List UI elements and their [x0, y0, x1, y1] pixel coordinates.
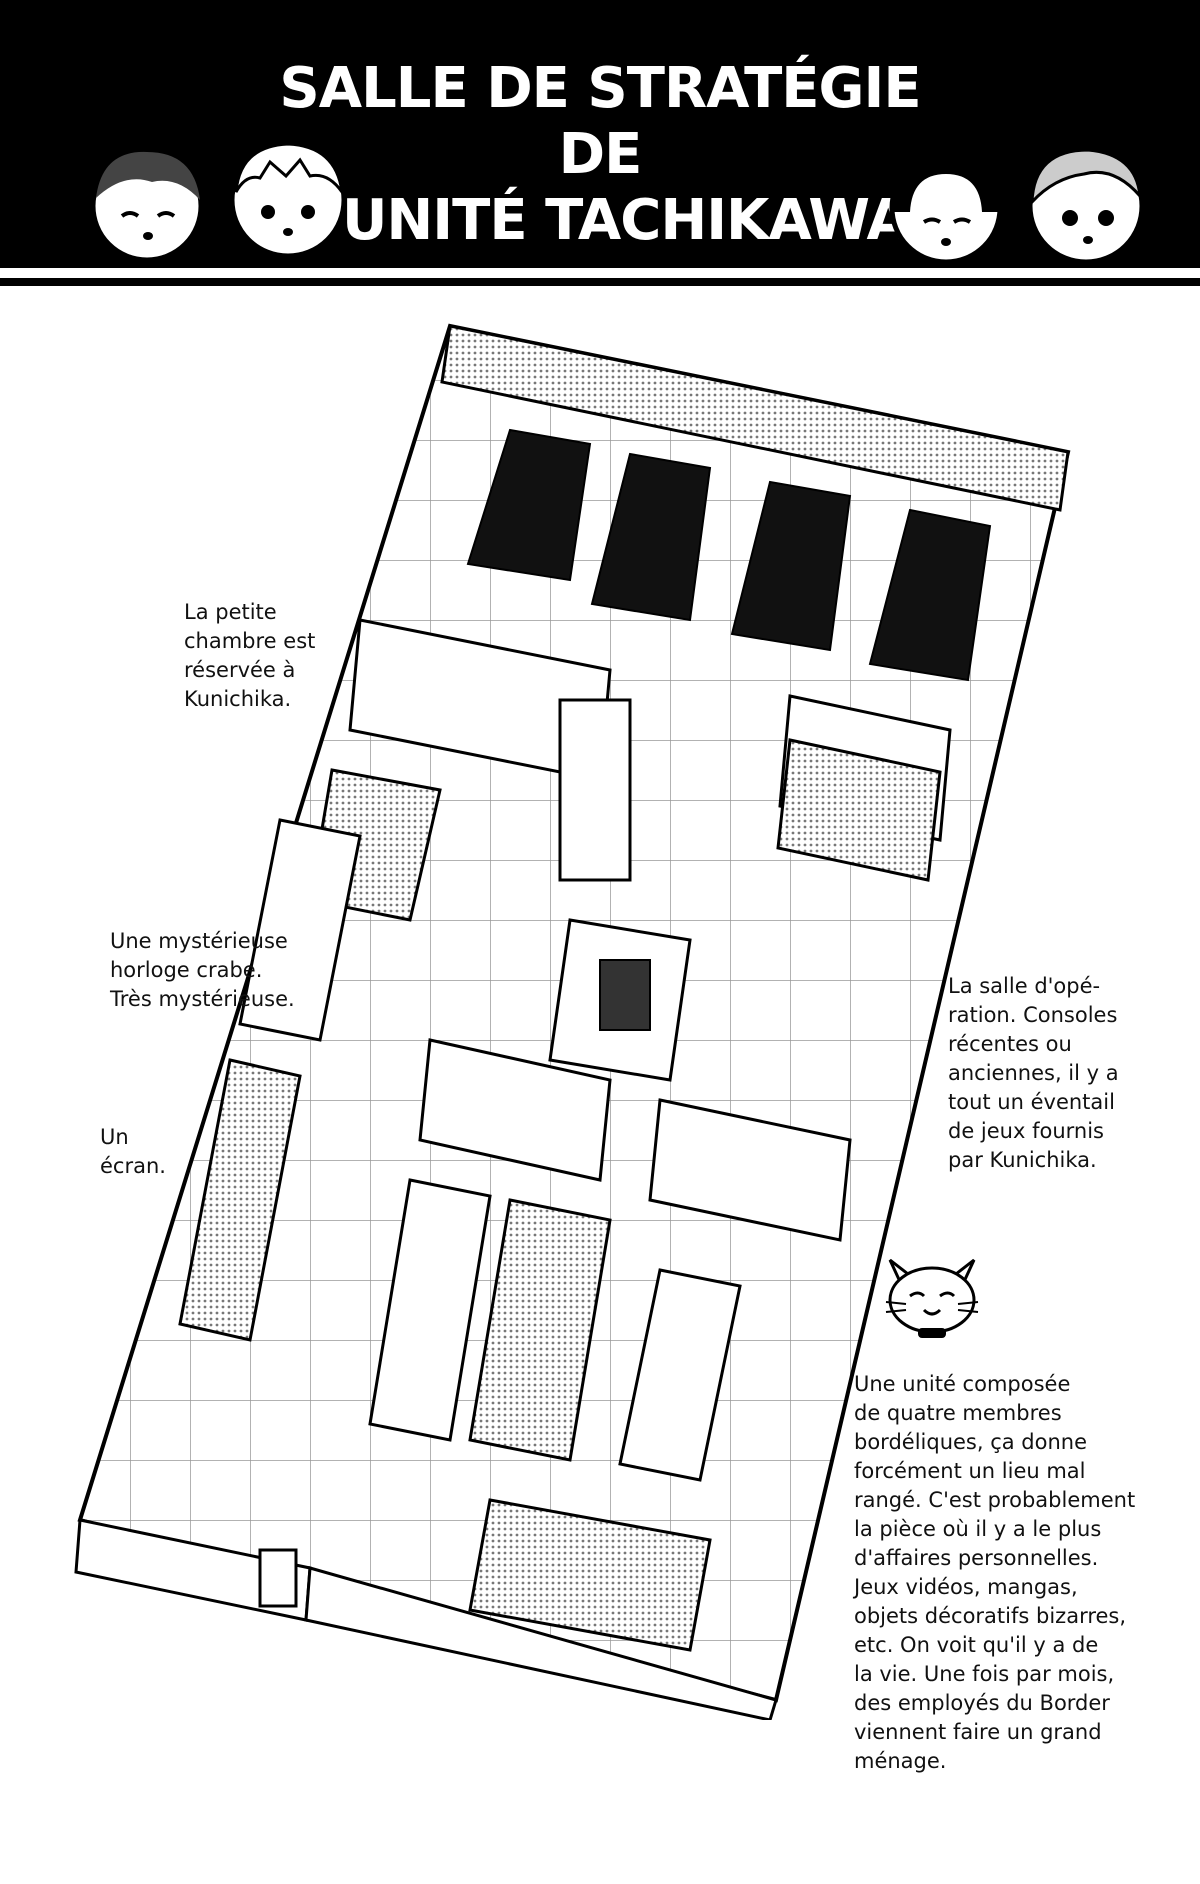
- character-face-4-icon: [1027, 147, 1145, 265]
- note-bedroom: La petite chambre est réservée à Kunichi…: [184, 600, 316, 711]
- bed-group: [466, 428, 992, 682]
- cat-mascot-icon: [885, 1258, 979, 1338]
- title-line-2: L'UNITÉ TACHIKAWA: [291, 188, 910, 253]
- note-operation-room: La salle d'opé- ration. Consoles récente…: [948, 974, 1119, 1172]
- title-line-1: SALLE DE STRATÉGIE DE: [279, 56, 921, 187]
- lounge-furniture: [368, 1178, 742, 1482]
- header-underline: [0, 278, 1200, 286]
- note-unit-description: Une unité composée de quatre membres bor…: [854, 1372, 1136, 1773]
- character-face-1-icon: [90, 149, 204, 263]
- floor-plan-illustration: [74, 323, 1071, 1720]
- character-face-2-icon: [229, 141, 347, 259]
- character-face-3-icon: [889, 151, 1003, 265]
- note-screen: Un écran.: [100, 1125, 166, 1178]
- note-crab-clock: Une mystérieuse horloge crabe. Très myst…: [110, 929, 295, 1011]
- page-title: SALLE DE STRATÉGIE DE L'UNITÉ TACHIKAWA: [250, 56, 950, 254]
